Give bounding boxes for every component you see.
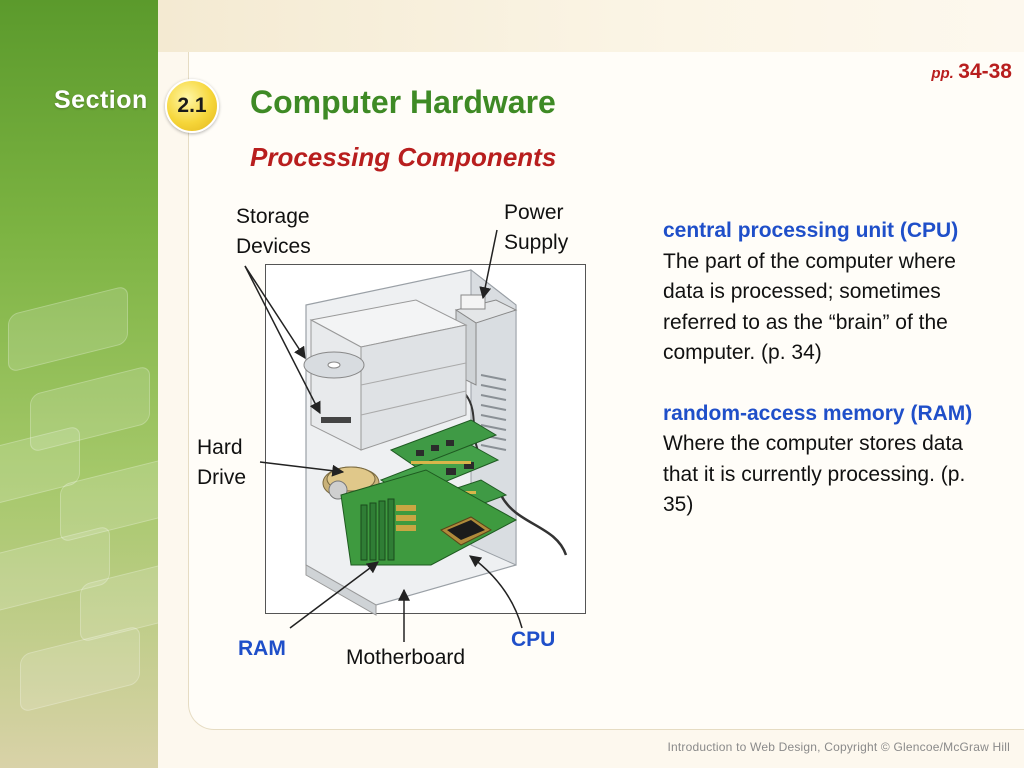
slide-title: Computer Hardware <box>250 84 556 120</box>
slide-subtitle: Processing Components <box>250 142 557 172</box>
storage-label-line2: Devices <box>236 235 311 258</box>
cpu-pointer <box>469 555 523 629</box>
cpu-label: CPU <box>511 628 556 651</box>
storage-floppy-pointer <box>244 265 321 415</box>
top-band <box>158 0 1024 52</box>
left-green-band <box>0 0 158 768</box>
page-range: 34-38 <box>958 60 1012 83</box>
section-number-badge: 2.1 <box>165 79 219 133</box>
motherboard-label: Motherboard <box>346 646 466 669</box>
definition-text: Where the computer stores data that it i… <box>663 432 966 516</box>
definition-term: random-access memory (RAM) <box>663 401 973 425</box>
definition-ram: random-access memory (RAM) Where the com… <box>663 399 998 521</box>
definition-text: The part of the computer where data is p… <box>663 249 956 365</box>
ram-pointer <box>289 561 379 629</box>
ram-label: RAM <box>238 637 286 660</box>
storage-cd-pointer <box>244 265 306 360</box>
hard-drive-label: Hard Drive <box>197 433 246 493</box>
copyright-footer: Introduction to Web Design, Copyright © … <box>667 740 1010 754</box>
power-supply-pointer <box>479 229 498 300</box>
power-label-line1: Power <box>504 201 564 224</box>
definitions-panel: central processing unit (CPU) The part o… <box>663 216 998 551</box>
hard-drive-pointer <box>259 461 345 477</box>
page-prefix: pp. <box>931 65 954 82</box>
definition-term: central processing unit (CPU) <box>663 219 959 242</box>
page-reference: pp. 34-38 <box>931 60 1012 84</box>
storage-label-line1: Storage <box>236 205 310 228</box>
hard-label-line1: Hard <box>197 436 243 459</box>
power-label-line2: Supply <box>504 231 569 254</box>
hard-label-line2: Drive <box>197 466 247 489</box>
storage-devices-label: Storage Devices <box>236 202 311 262</box>
power-supply-label: Power Supply <box>504 198 568 258</box>
definition-cpu: central processing unit (CPU) The part o… <box>663 216 998 369</box>
section-label: Section <box>54 86 148 114</box>
